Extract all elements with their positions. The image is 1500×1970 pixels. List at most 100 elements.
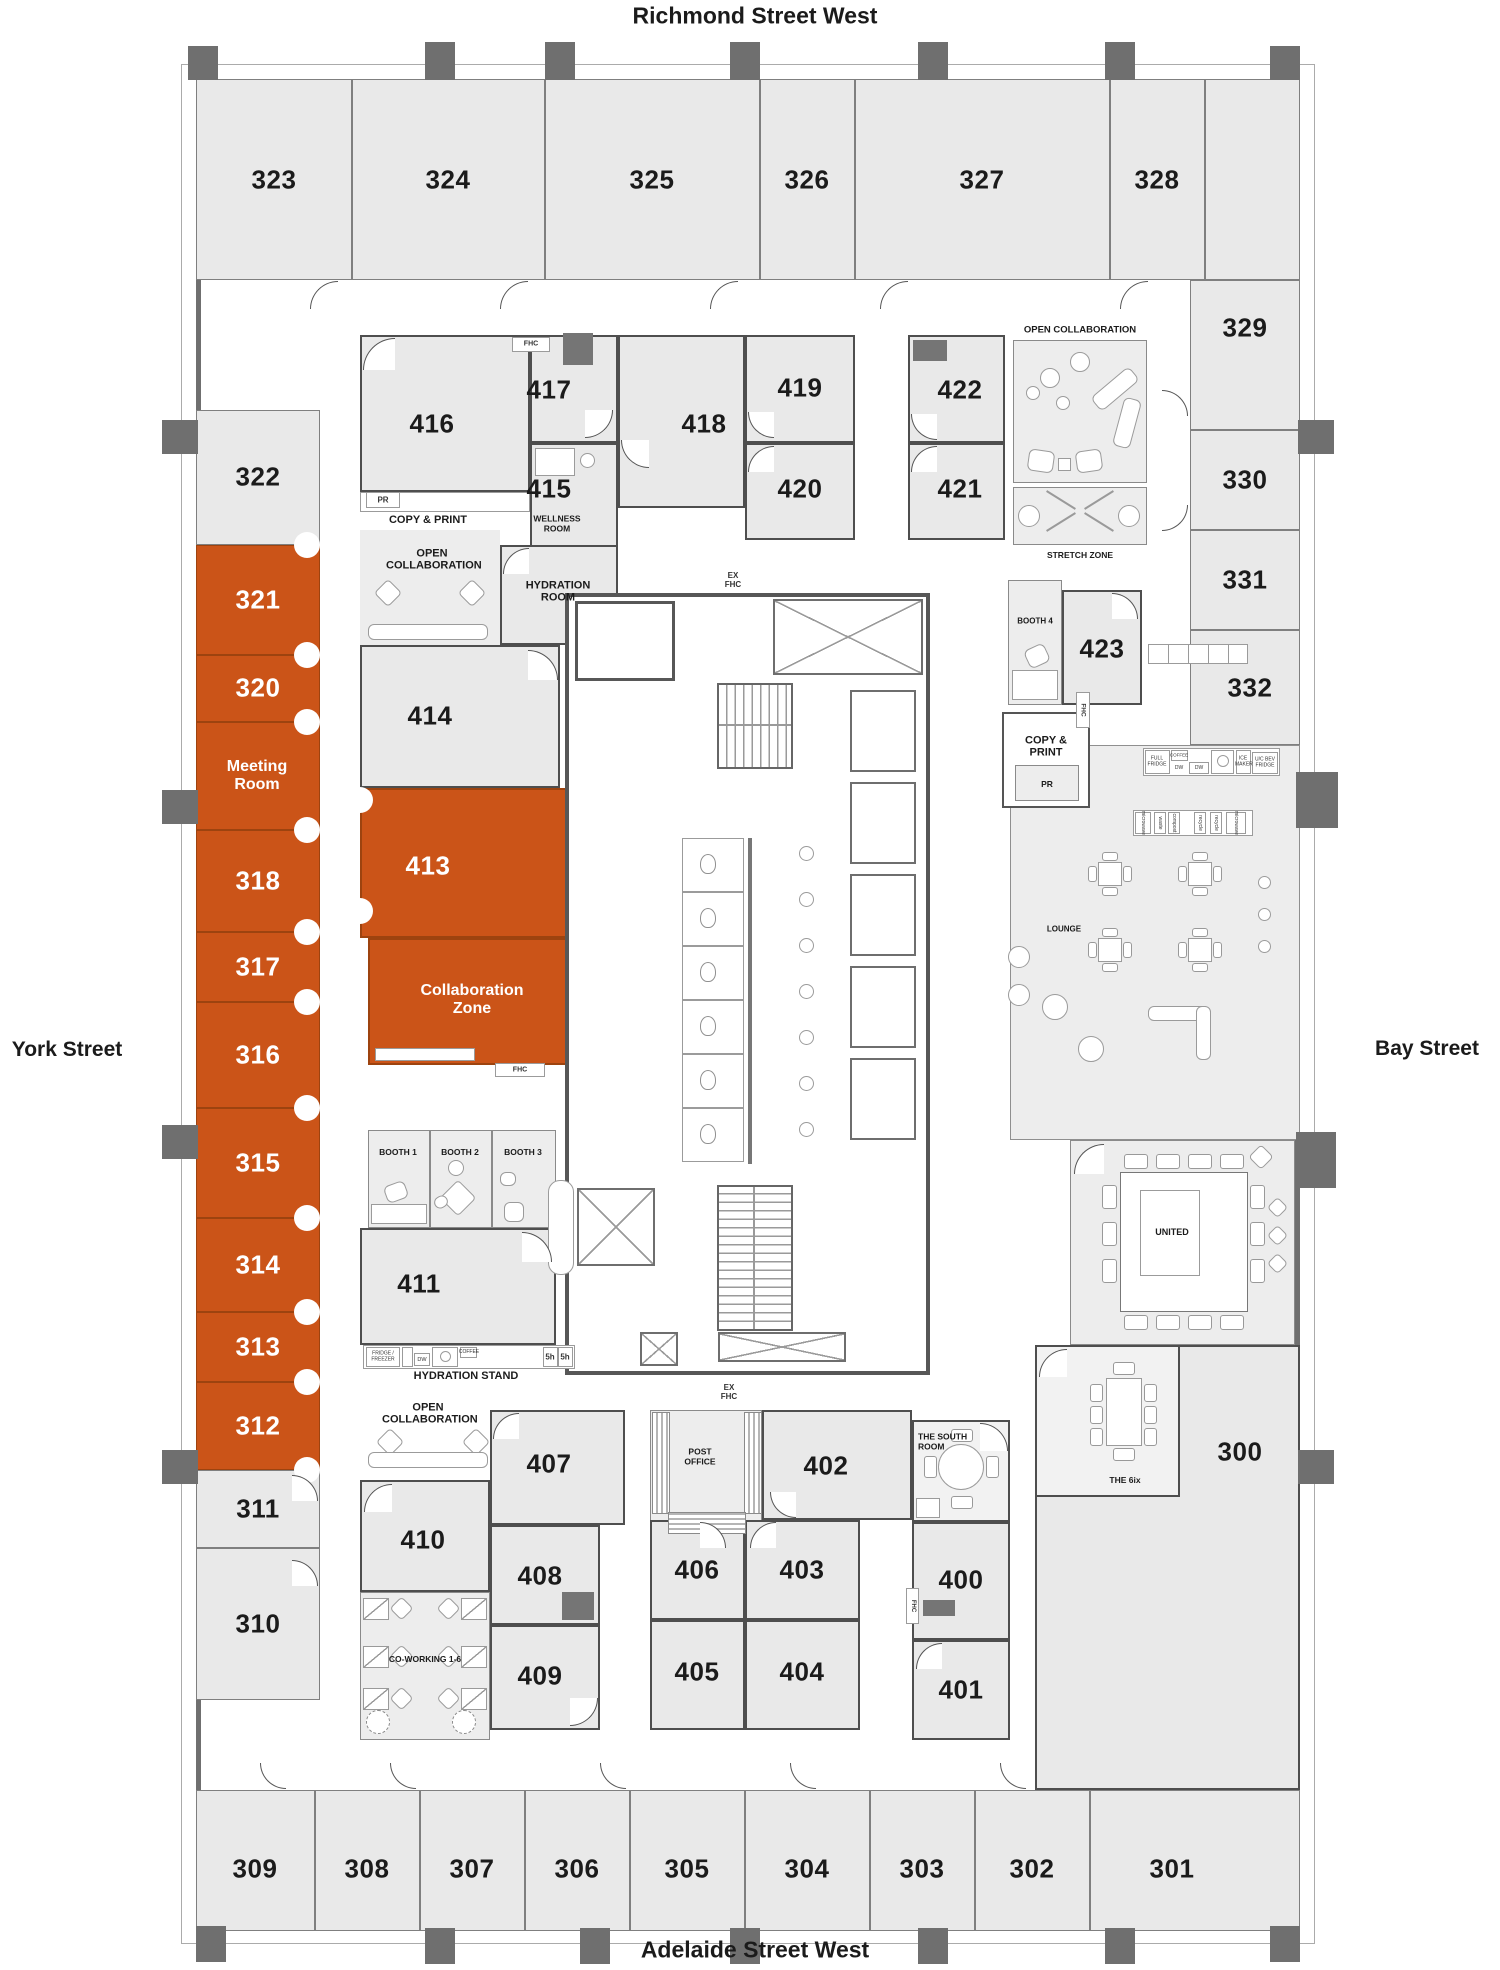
- chair: [1124, 1315, 1148, 1330]
- chair: [500, 1172, 516, 1186]
- desk: [461, 1598, 487, 1620]
- chair: [1088, 866, 1097, 882]
- room-404: [745, 1620, 860, 1730]
- copy-print-counter: [360, 492, 530, 512]
- chair: [1192, 852, 1208, 861]
- fhc-cabinet: [1076, 692, 1090, 728]
- column: [918, 1928, 948, 1964]
- room-315-label: 315: [235, 1147, 281, 1178]
- co-working-label: CO-WORKING 1-6: [388, 1654, 462, 1665]
- door-notch: [294, 919, 320, 945]
- room-327: [855, 79, 1110, 280]
- collaboration-zone: [368, 938, 575, 1065]
- dw-label: DW: [417, 1357, 427, 1363]
- bench: [371, 1204, 427, 1224]
- chair: [1156, 1315, 1180, 1330]
- chair: [1188, 1315, 1212, 1330]
- sink-counter: [535, 448, 575, 476]
- room-418-label: 418: [681, 408, 727, 439]
- stretch-zone-label: STRETCH ZONE: [1046, 550, 1114, 560]
- ice-maker-label: ICE MAKER: [1235, 755, 1253, 767]
- door-notch: [347, 898, 373, 924]
- chair: [1123, 866, 1132, 882]
- room-318: [196, 830, 320, 932]
- coffee-label: COFFEE: [458, 1349, 480, 1355]
- shelf-box: [543, 1347, 558, 1367]
- street-label-right: Bay Street: [1375, 1037, 1479, 1060]
- room-409-label: 409: [517, 1660, 563, 1691]
- column: [730, 1928, 760, 1964]
- room-309: [196, 1790, 315, 1931]
- room-314: [196, 1218, 320, 1312]
- chair: [1213, 942, 1222, 958]
- column: [188, 46, 218, 80]
- door-notch: [294, 989, 320, 1015]
- corner-room: [1205, 79, 1300, 280]
- room-404-label: 404: [779, 1656, 825, 1687]
- column: [162, 790, 198, 824]
- dw-box: [414, 1353, 430, 1366]
- plant-icon: [366, 1710, 390, 1734]
- room-416-label: 416: [409, 408, 455, 439]
- chair: [951, 1429, 973, 1442]
- round-table: [1042, 994, 1068, 1020]
- chair: [1178, 942, 1187, 958]
- stool: [1258, 876, 1271, 889]
- column: [730, 42, 760, 80]
- room-411-label: 411: [397, 1268, 441, 1299]
- room-322-label: 322: [235, 461, 281, 492]
- cabinet-divider: [1188, 645, 1189, 663]
- pr-room: [1015, 765, 1079, 801]
- ice-maker-box: [1236, 750, 1251, 774]
- exercise-ball: [1118, 505, 1140, 527]
- meeting-room-label: Meeting Room: [226, 757, 288, 793]
- chair: [1102, 1185, 1117, 1209]
- table: [1040, 368, 1060, 388]
- room-304: [745, 1790, 870, 1931]
- column: [1298, 420, 1334, 454]
- sofa: [368, 1452, 488, 1468]
- street-label-bottom: Adelaide Street West: [640, 1936, 870, 1963]
- fhc-cabinet: [495, 1063, 545, 1077]
- full-fridge-box: [1145, 750, 1170, 774]
- column: [162, 1125, 198, 1159]
- room-414: [360, 645, 560, 788]
- shaft-box: [913, 340, 947, 361]
- door-notch: [294, 1369, 320, 1395]
- bin: [1135, 812, 1151, 834]
- elevator: [850, 874, 916, 956]
- shaft-box: [923, 1600, 955, 1616]
- chair: [986, 1456, 999, 1478]
- chair: [1088, 942, 1097, 958]
- sofa: [1196, 1006, 1211, 1060]
- booth-4-label: BOOTH 4: [1017, 616, 1053, 626]
- sink-icon: [799, 1122, 814, 1137]
- room-402-label: 402: [803, 1450, 849, 1481]
- chair: [1144, 1428, 1157, 1446]
- room-324-label: 324: [425, 164, 471, 195]
- room-310-label: 310: [235, 1608, 281, 1639]
- pr-box: [366, 492, 400, 508]
- column: [1296, 772, 1338, 828]
- cabinet-row: [1148, 644, 1248, 664]
- room-303-label: 303: [899, 1853, 945, 1884]
- post-office-label: POST OFFICE: [684, 1446, 716, 1466]
- stool: [504, 1202, 524, 1222]
- shelf-box: [558, 1347, 573, 1367]
- armchair: [1074, 448, 1104, 474]
- room-414-label: 414: [407, 700, 453, 731]
- table: [1070, 352, 1090, 372]
- bin: [1168, 812, 1180, 834]
- column: [545, 42, 575, 80]
- column: [1270, 1926, 1300, 1962]
- room-325-label: 325: [629, 164, 675, 195]
- room-418: [618, 335, 745, 508]
- column: [1296, 1132, 1336, 1188]
- table: [1098, 938, 1122, 962]
- toilet-icon: [700, 1124, 716, 1144]
- stool: [1026, 386, 1040, 400]
- chair: [1192, 928, 1208, 937]
- elevator-shaft: [773, 599, 923, 675]
- coffee-box: [1171, 750, 1188, 761]
